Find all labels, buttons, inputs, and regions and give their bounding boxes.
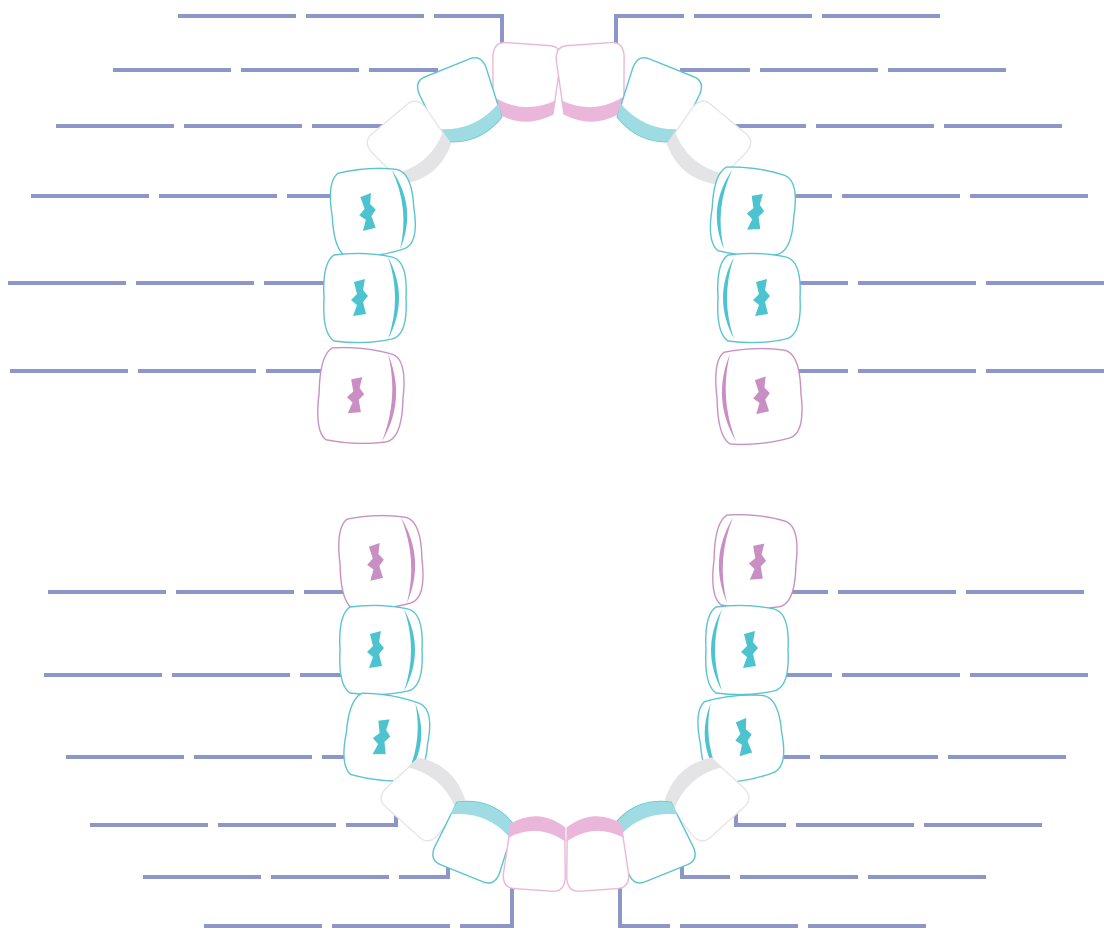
label-line-blank-l-incisor-left[interactable] bbox=[682, 856, 986, 877]
tooth-u-second-molar-left bbox=[324, 253, 407, 342]
tooth-l-central-incisor-right bbox=[563, 815, 630, 892]
label-line-blank-u-first-molar-left[interactable] bbox=[616, 16, 940, 52]
label-leader-lines bbox=[8, 16, 1104, 926]
label-line-blank-l-canine-right[interactable] bbox=[204, 886, 512, 926]
tooth-u-third-molar-left bbox=[315, 346, 406, 447]
label-line-blank-u-first-molar-right[interactable] bbox=[682, 70, 1006, 80]
dental-arches bbox=[315, 42, 804, 892]
tooth-l-third-molar-right bbox=[711, 513, 800, 612]
label-line-blank-u-central-right[interactable] bbox=[113, 70, 436, 80]
label-line-blank-l-central-right[interactable] bbox=[736, 808, 1042, 825]
tooth-u-central-incisor-right bbox=[555, 42, 628, 124]
tooth-u-second-molar-right bbox=[718, 253, 801, 342]
label-line-blank-l-incisor-right[interactable] bbox=[620, 886, 926, 926]
tooth-l-third-molar-left bbox=[337, 513, 426, 612]
tooth-l-second-molar-left bbox=[340, 605, 423, 694]
tooth-l-central-incisor-left bbox=[502, 815, 569, 892]
label-line-blank-l-first-molar-right[interactable] bbox=[90, 808, 396, 825]
label-line-blank-l-canine-left[interactable] bbox=[143, 856, 448, 877]
tooth-u-third-molar-right bbox=[713, 346, 804, 447]
label-line-blank-u-central-left[interactable] bbox=[178, 16, 502, 52]
tooth-l-second-molar-right bbox=[706, 605, 789, 694]
tooth-u-first-molar-left bbox=[327, 164, 418, 259]
tooth-u-first-molar-right bbox=[707, 164, 798, 259]
